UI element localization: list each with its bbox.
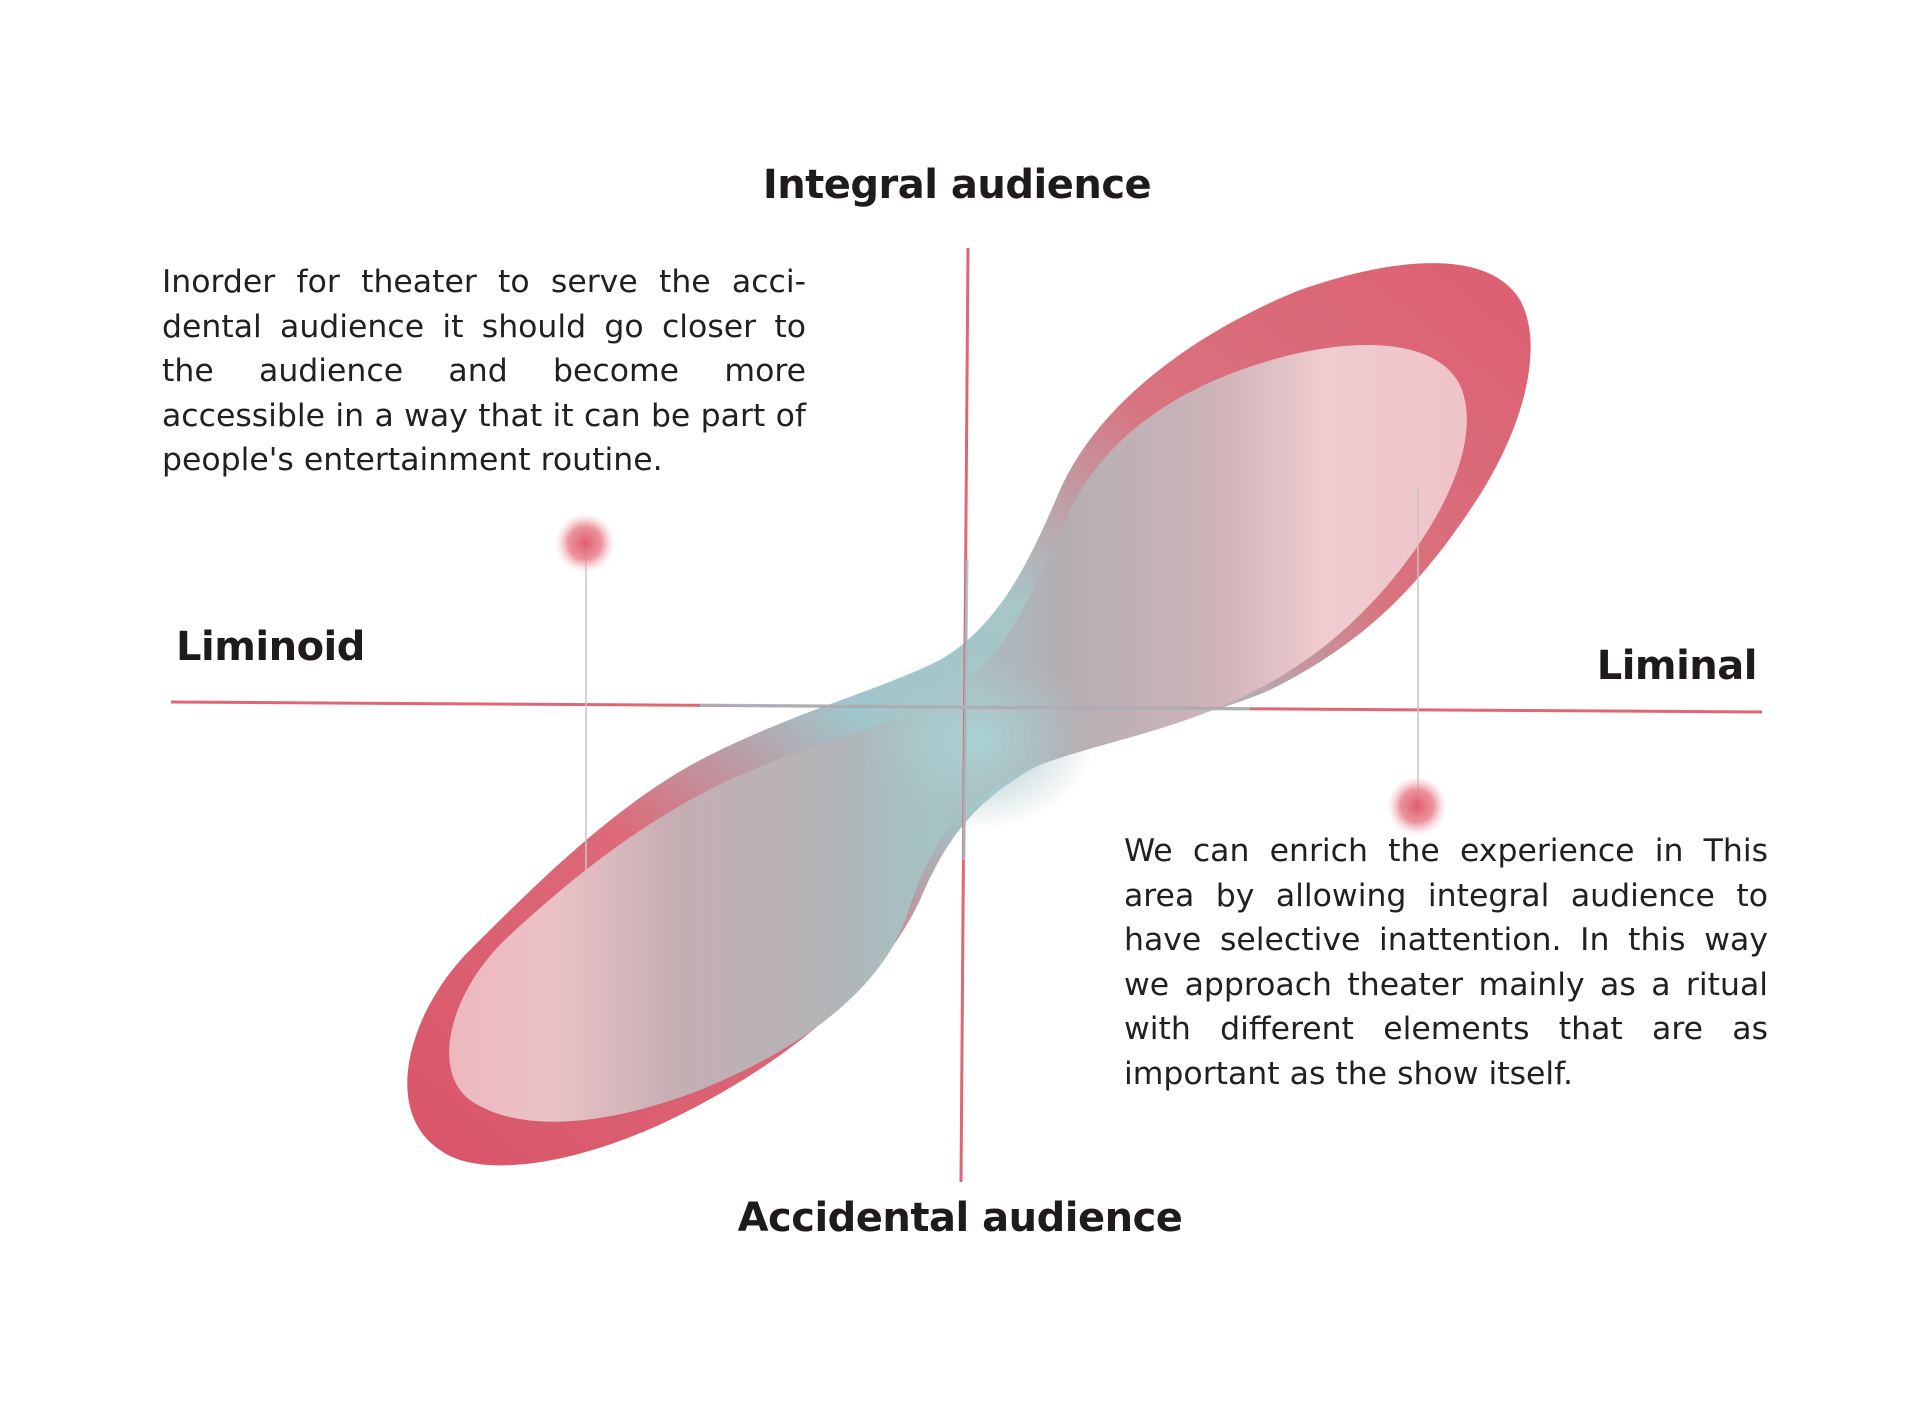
blob-center-glow: [855, 650, 1095, 830]
note-upper-left: Inorder for theater to serve the acci­de…: [162, 264, 806, 478]
axis-label-right: Liminal: [1596, 643, 1758, 689]
axis-label-top-text: Integral audience: [762, 162, 1152, 208]
marker-dot-left: [555, 513, 615, 573]
horizontal-axis-center: [699, 703, 1251, 711]
vertical-axis-center: [962, 559, 969, 861]
axis-label-top: Integral audience: [0, 162, 1920, 208]
marker-dot-right: [1387, 776, 1447, 836]
axis-label-bottom: Accidental audience: [737, 1195, 1183, 1241]
axis-label-left: Liminoid: [176, 624, 365, 670]
note-lower-right: We can enrich the experience in This are…: [1124, 833, 1768, 1092]
